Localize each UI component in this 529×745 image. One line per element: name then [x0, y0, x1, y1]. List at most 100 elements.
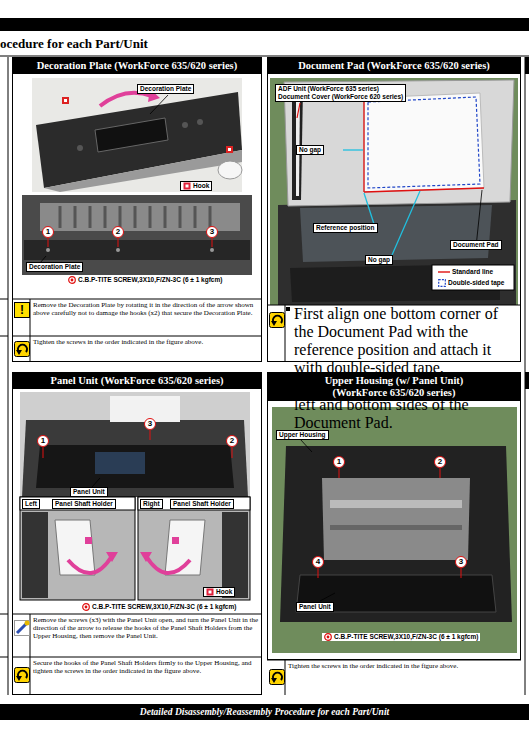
instruction-text: Tighten the screws in the order indicate…: [33, 338, 259, 346]
legend-item: Standard line: [436, 268, 495, 276]
stub-line: [0, 657, 8, 658]
part-label: Panel Unit: [70, 487, 108, 497]
reassembly-icon: [15, 668, 30, 683]
panel-header: Upper Housing (w/ Panel Unit) (WorkForce…: [268, 373, 520, 401]
callout-number: 4: [312, 556, 324, 568]
procedure-panel: Decoration Plate (WorkForce 635/620 seri…: [12, 57, 262, 362]
caution-icon: !: [14, 302, 30, 318]
legend-sample: [324, 633, 332, 641]
icon-tool: [25, 621, 30, 626]
screw-hole: [46, 248, 50, 252]
part-label: Decoration Plate: [26, 262, 83, 272]
photo-bg: [22, 195, 252, 275]
label-text: Document Cover (WorkForce 620 series): [278, 93, 403, 101]
decoration-plate: [24, 240, 250, 260]
instruction-cell: Tighten the screws in the order indicate…: [30, 336, 262, 362]
instruction-text: Remove the Decoration Plate by rotating …: [33, 301, 259, 317]
leader-line: [118, 238, 119, 247]
callout-text: 3: [145, 419, 155, 428]
leader-line: [150, 430, 151, 440]
stub-header: [525, 372, 529, 389]
stub-line: [0, 336, 8, 337]
legend-sample: [183, 182, 191, 190]
photo: [20, 392, 250, 497]
screw-symbol: [69, 277, 76, 284]
reassembly-icon: [270, 670, 285, 685]
stub-line: [0, 614, 8, 615]
legend-item: C.B.P-TITE SCREW,3X10,F/ZN-3C (6 ± 1 kgf…: [66, 276, 224, 284]
screw-symbol: [83, 604, 90, 611]
callout-text: 3: [207, 227, 217, 236]
legend-text: C.B.P-TITE SCREW,3X10,F/ZN-3C (6 ± 1 kgf…: [334, 633, 478, 641]
procedure-panel: Document Pad (WorkForce 635/620 series)A…: [267, 57, 521, 362]
housing: [222, 512, 248, 598]
label-text: Left: [25, 500, 37, 508]
stub-line: [525, 57, 526, 695]
leader-line: [48, 238, 49, 247]
legend-item: Hook: [180, 181, 212, 191]
tape-outline: [368, 97, 480, 188]
label-text: Panel Shaft Holder: [55, 500, 113, 508]
callout-text: 2: [113, 227, 123, 236]
leader-line: [461, 568, 462, 578]
reassembly-icon: [270, 313, 285, 328]
arrowhead: [106, 552, 118, 562]
panel-title: Document Pad (WorkForce 635/620 series): [269, 60, 519, 72]
callout-number: 2: [112, 226, 124, 238]
hook-symbol: [186, 185, 189, 188]
control-panel: [36, 445, 234, 488]
procedure-panel: Panel Unit (WorkForce 635/620 series)312…: [12, 372, 262, 695]
legend-item: Double-sided tape: [436, 279, 506, 287]
label-text: Right: [143, 500, 160, 508]
cover-strip: [296, 92, 300, 196]
page-title: ocedure for each Part/Unit: [0, 36, 148, 52]
callout-number: 3: [144, 418, 156, 430]
screw-symbol: [85, 606, 88, 609]
direction-arrow: [146, 556, 190, 573]
callout-text: 1: [38, 436, 48, 445]
legend-sample: [206, 588, 214, 596]
instruction-text: Secure the hooks of the Panel Shaft Hold…: [33, 659, 259, 675]
label-text: No gap: [299, 146, 321, 154]
leader-line: [300, 439, 312, 452]
bullet: [286, 307, 290, 311]
label-text: Reference position: [316, 224, 375, 232]
instruction-cell: Remove the Decoration Plate by rotating …: [30, 299, 262, 336]
leader-line: [392, 191, 420, 255]
hook-mark: [172, 537, 179, 544]
label-text: Panel Shaft Holder: [173, 500, 231, 508]
part-label: Document Pad: [450, 240, 502, 250]
arrowhead: [140, 552, 152, 562]
photo: [20, 497, 250, 600]
photo-header: [138, 497, 250, 510]
opening: [322, 478, 470, 560]
label-text: Decoration Plate: [140, 85, 191, 93]
paper: [110, 396, 180, 422]
panel-title: Upper Housing (w/ Panel Unit) (WorkForce…: [304, 375, 484, 399]
slits: [60, 206, 210, 228]
footer-text: Detailed Disassembly/Reassembly Procedur…: [0, 704, 529, 720]
callout-number: 3: [455, 556, 467, 568]
callout-number: 1: [37, 435, 49, 447]
tape-sample: [439, 280, 446, 287]
label-text: Upper Housing: [279, 431, 326, 439]
part-label: Right: [140, 499, 163, 509]
label-text: Document Pad: [453, 241, 499, 249]
callout-text: 4: [313, 557, 323, 566]
lcd-screen: [95, 452, 145, 474]
leader-line: [440, 468, 441, 478]
leader-line: [320, 593, 335, 601]
button: [77, 145, 83, 151]
callout-text: 2: [435, 457, 445, 466]
table-rule: [12, 614, 262, 615]
glove: [218, 161, 242, 179]
bullet-item: First align one bottom corner of the Doc…: [285, 305, 521, 377]
stub-line: [8, 57, 9, 695]
legend-text: Hook: [216, 588, 232, 596]
label-text: Decoration Plate: [29, 263, 80, 271]
table-rule: [12, 299, 262, 300]
legend-item: C.B.P-TITE SCREW,3X10,F/ZN-3C (6 ± 1 kgf…: [322, 633, 480, 641]
callout-text: 1: [334, 457, 344, 466]
procedure-panel: Upper Housing (w/ Panel Unit) (WorkForce…: [267, 372, 521, 660]
document-pad: [364, 93, 484, 192]
